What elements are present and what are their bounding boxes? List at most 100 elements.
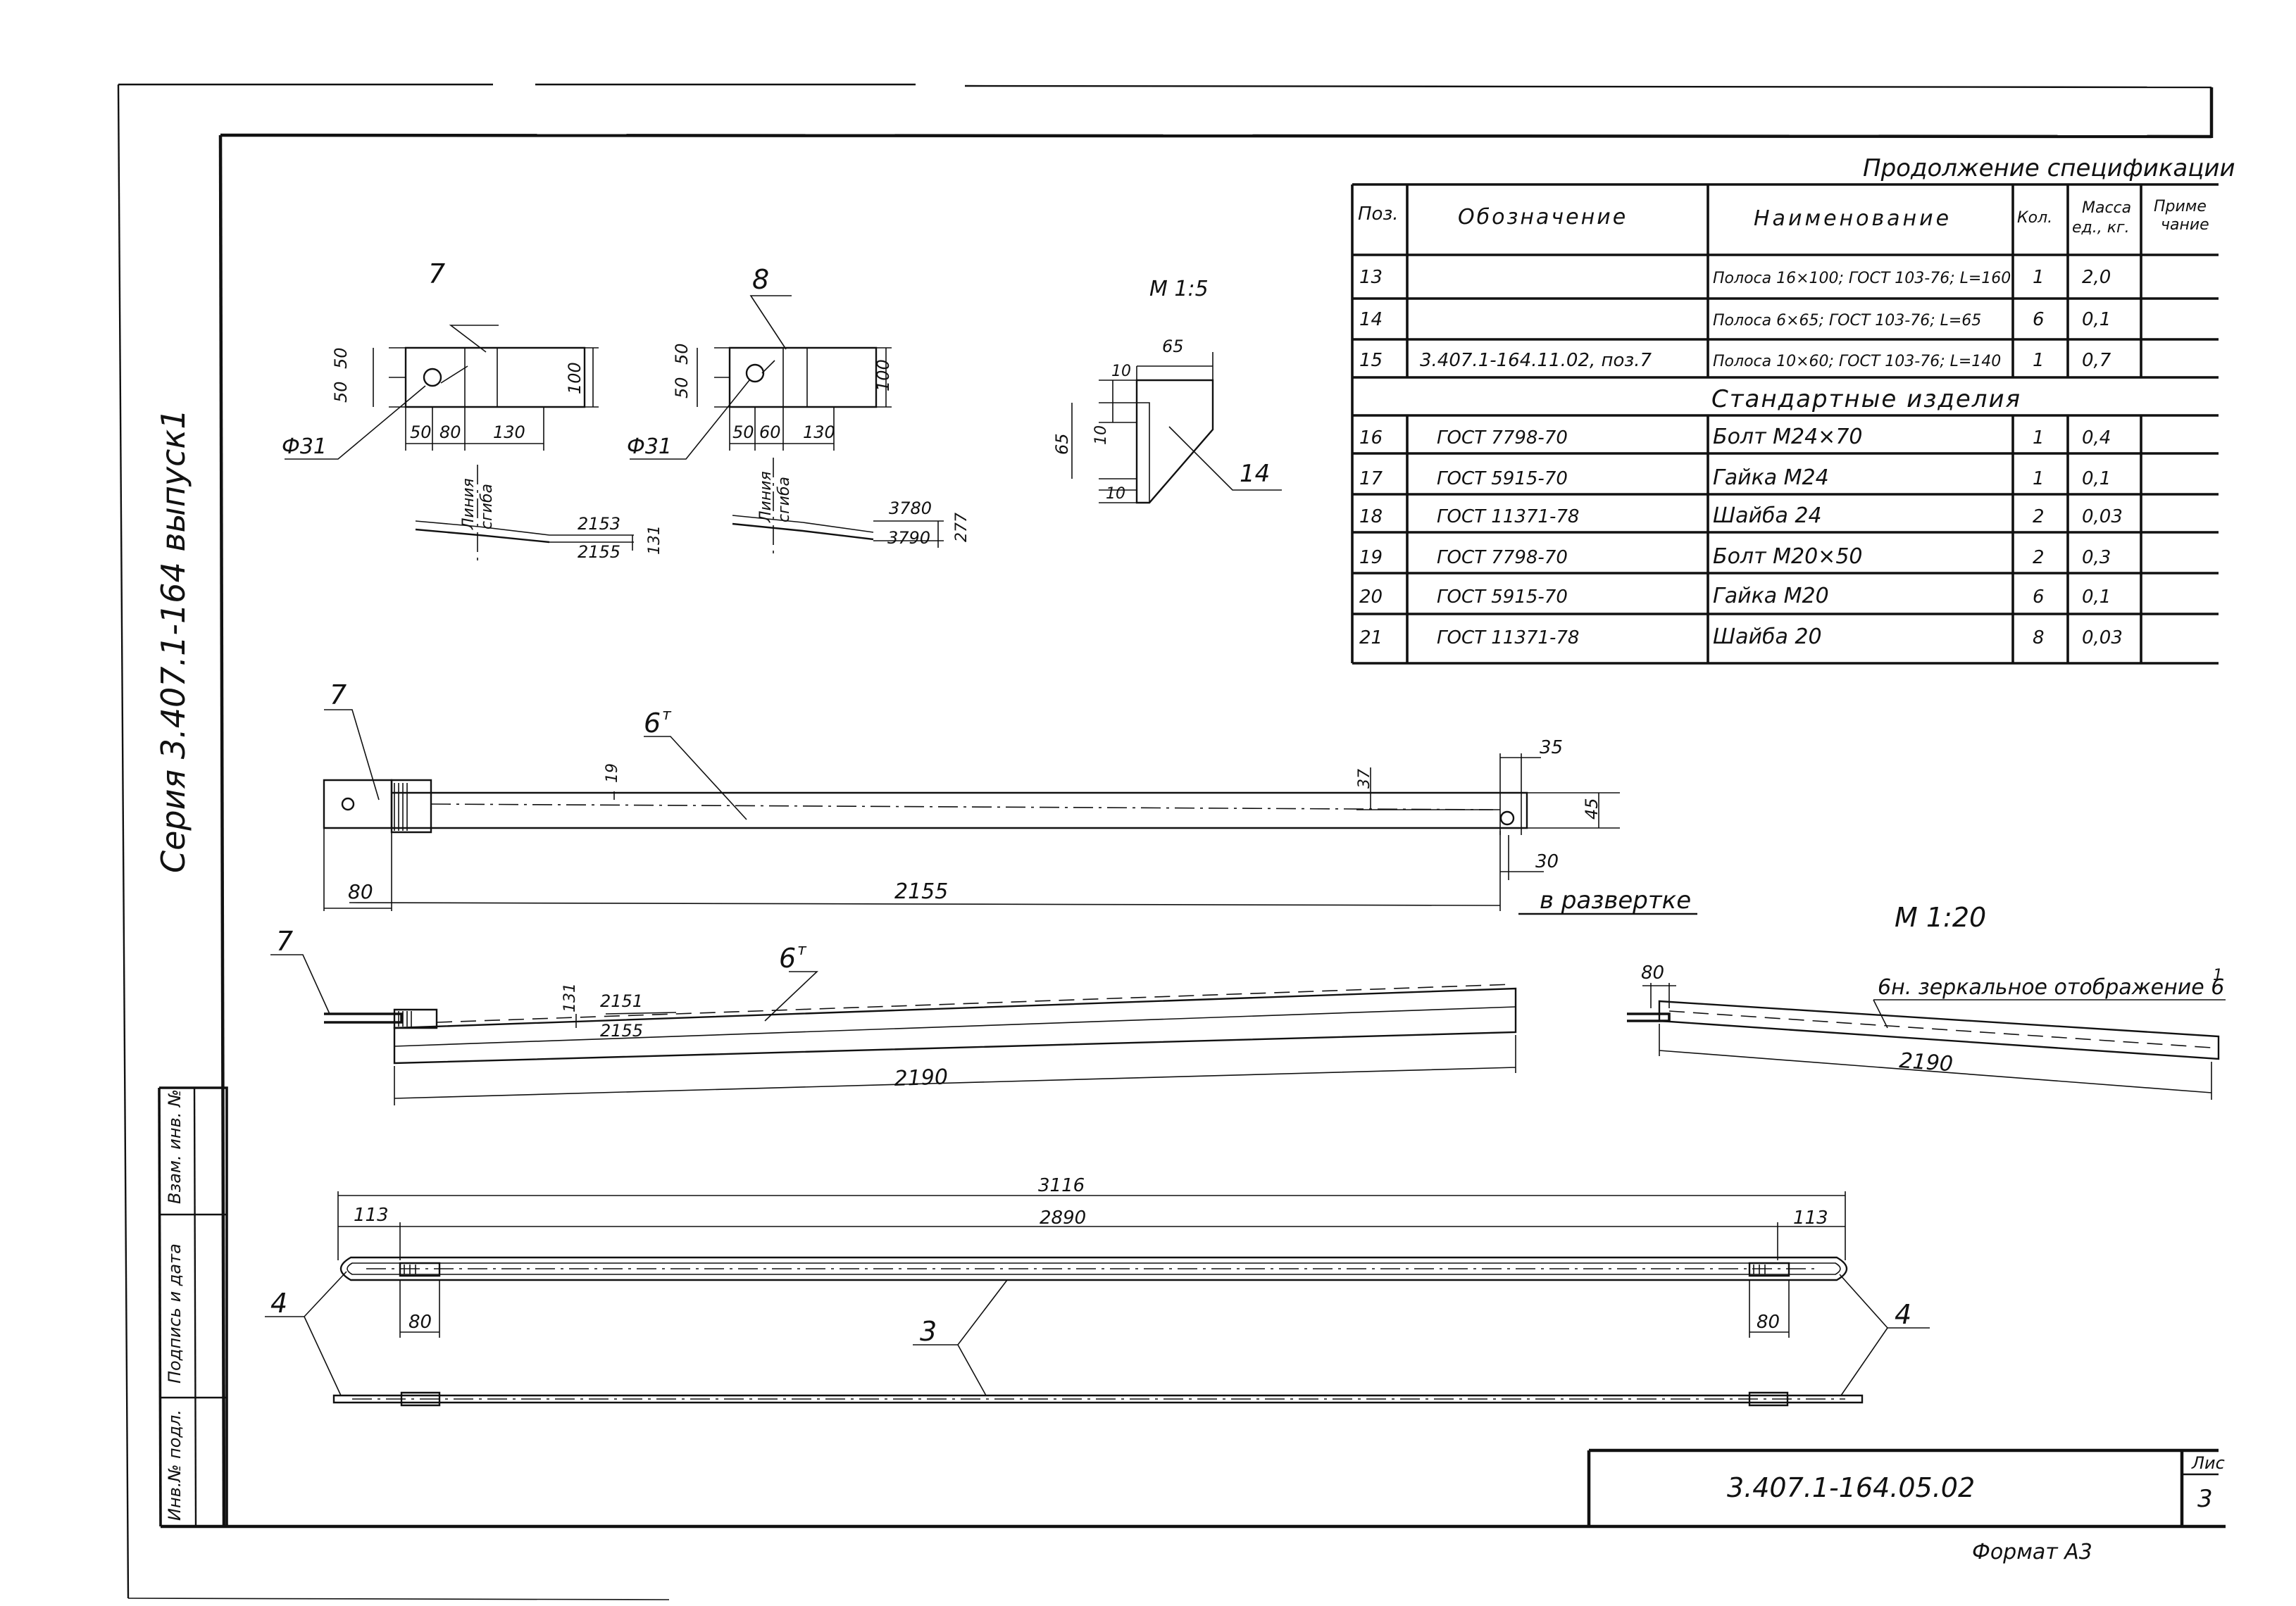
spec-header-designation: Обозначение: [1458, 205, 1628, 230]
detail-7-hh: 100: [565, 362, 585, 394]
spec-row-name: Полоса 6×65; ГОСТ 103-76; L=65: [1713, 312, 1981, 330]
detail-8-h2: 50: [672, 343, 692, 365]
hole-circle: [341, 797, 355, 811]
inv-orig-label: Инв.№ подл.: [165, 1410, 185, 1521]
detail-8-len2: 3790: [887, 528, 930, 548]
spec-header-pos: Поз.: [1358, 203, 1399, 225]
spec-header-mass-bottom: ед., кг.: [2072, 219, 2130, 237]
spec-row-pos: 13: [1359, 267, 1383, 288]
specification-table: Продолжение спецификации Поз. Обозначени…: [1351, 154, 2235, 665]
detail-8-thk: 277: [953, 513, 971, 542]
detail-7-hole: Ф31: [282, 434, 327, 459]
std-row-pos: 16: [1359, 427, 1383, 448]
std-row-pos: 17: [1359, 468, 1383, 489]
std-row-pos: 21: [1359, 627, 1383, 648]
std-row-name: Шайба 24: [1713, 503, 1822, 528]
bar-d113b: 113: [1793, 1207, 1828, 1229]
std-row-mass: 0,4: [2082, 427, 2111, 448]
sign-date-label: Подпись и дата: [165, 1243, 185, 1384]
detail-7-h1: 50: [331, 381, 351, 403]
std-row-mass: 0,1: [2082, 468, 2111, 489]
detail-8-w3: 130: [803, 422, 835, 442]
spec-section-title: Стандартные изделия: [1711, 385, 2021, 413]
std-row-mass: 0,1: [2082, 586, 2111, 608]
plan-pos-6-sup: т: [662, 706, 672, 724]
detail-14-c: 10: [1106, 485, 1125, 503]
elev-d131: 131: [561, 983, 579, 1012]
series-label: Серия 3.407.1-164 выпуск1: [154, 409, 192, 873]
std-row-name: Болт М20×50: [1713, 544, 1863, 569]
plan-d45: 45: [1582, 798, 1602, 820]
std-row-qty: 6: [2033, 586, 2045, 608]
detail-7-h2: 50: [331, 347, 351, 369]
spec-row-mass: 0,1: [2082, 309, 2111, 330]
std-row-mass: 0,3: [2082, 547, 2111, 568]
std-row-designation: ГОСТ 11371-78: [1437, 506, 1579, 527]
detail-7-bend-1: Линия: [460, 478, 478, 530]
spec-row-qty: 1: [2033, 350, 2045, 371]
std-row-qty: 2: [2033, 506, 2045, 527]
elev-pos-6-sup: т: [797, 941, 807, 959]
format-label: Формат А3: [1972, 1540, 2092, 1564]
std-row-name: Гайка М24: [1713, 465, 1829, 490]
plan-d19: 19: [604, 763, 621, 783]
std-row-designation: ГОСТ 7798-70: [1437, 427, 1568, 448]
spec-row-pos: 14: [1359, 309, 1383, 330]
detail-7-w2: 80: [439, 422, 461, 442]
mirror-d2190: 2190: [1898, 1048, 1954, 1077]
std-row-mass: 0,03: [2082, 627, 2123, 648]
bar-pos-4a: 4: [270, 1288, 287, 1319]
detail-8-hh: 100: [873, 359, 893, 391]
detail-8-pos: 8: [752, 264, 769, 295]
plan-pos-7: 7: [330, 679, 347, 710]
spec-header-mass-top: Масса: [2082, 199, 2131, 217]
mirror-view: 80 6н. зеркальное отображение 6 1 2190: [1627, 962, 2226, 1100]
replace-inv-label: Взам. инв. №: [165, 1089, 185, 1204]
plan-d30: 30: [1535, 851, 1559, 872]
spec-row-designation: 3.407.1-164.11.02, поз.7: [1420, 350, 1652, 371]
spec-row-mass: 0,7: [2082, 350, 2111, 371]
spec-header-note-top: Приме: [2154, 198, 2207, 215]
detail-14-pos: 14: [1240, 460, 1270, 488]
detail-8-w2: 60: [759, 422, 781, 442]
elev-d2190: 2190: [894, 1065, 949, 1091]
plan-unfold-label: в развертке: [1540, 886, 1691, 915]
detail-8-w1: 50: [732, 422, 754, 442]
std-row-designation: ГОСТ 7798-70: [1437, 547, 1568, 568]
std-row-name: Гайка М20: [1713, 584, 1829, 608]
std-row-designation: ГОСТ 5915-70: [1437, 586, 1568, 608]
std-row-qty: 8: [2033, 627, 2045, 648]
detail-7-len1: 2153: [578, 514, 620, 534]
detail-14: 65 65 10 10 10 14: [1052, 337, 1282, 504]
bar-assembly: 3116 2890 113 113 80 80 4 3 4: [265, 1175, 1930, 1407]
elevation-view: 7 6 т 131 2151 2155 2190: [270, 926, 1517, 1105]
plan-pos-6: 6: [644, 708, 661, 739]
sheet-number: 3: [2197, 1485, 2213, 1513]
spec-row-qty: 1: [2033, 267, 2045, 288]
spec-row-mass: 2,0: [2082, 267, 2111, 288]
std-row-designation: ГОСТ 5915-70: [1437, 468, 1568, 489]
std-row-qty: 2: [2033, 547, 2045, 568]
mirror-label-sup: 1: [2213, 967, 2223, 984]
plan-d80: 80: [348, 880, 373, 903]
std-row-pos: 20: [1359, 586, 1383, 608]
plan-view: 7 6 т 19 37 35 45 30 80 2155 в развертке: [323, 679, 1697, 915]
detail-8-h1: 50: [672, 377, 692, 399]
std-row-designation: ГОСТ 11371-78: [1437, 627, 1579, 648]
std-row-pos: 19: [1359, 547, 1383, 568]
std-row-name: Болт М24×70: [1713, 425, 1863, 449]
detail-7-w1: 50: [410, 422, 432, 442]
detail-7-bend-2: сгиба: [478, 484, 496, 529]
spec-header-name: Наименование: [1754, 206, 1952, 231]
plan-d37: 37: [1356, 769, 1373, 789]
bar-d2890: 2890: [1040, 1207, 1086, 1229]
detail-14-h: 65: [1052, 433, 1072, 455]
spec-row-pos: 15: [1359, 350, 1383, 371]
bar-pos-3: 3: [920, 1316, 937, 1347]
hole-circle: [423, 368, 442, 387]
hole-circle: [745, 363, 765, 383]
detail-7: 7 Ф31 50 50 100 50 80 130 Линия сгиба 21…: [282, 258, 663, 562]
bar-d113a: 113: [354, 1205, 389, 1226]
sheet-frame: [117, 83, 2226, 1600]
